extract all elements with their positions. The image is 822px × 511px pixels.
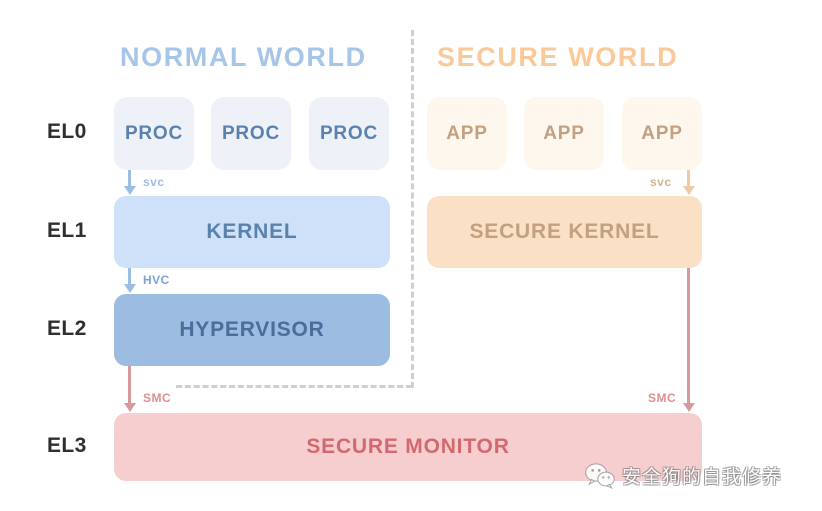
kernel-block: KERNEL	[114, 196, 390, 268]
exception-level-label-el0: EL0	[47, 120, 87, 143]
smc-arrow-secure-label: SMC	[648, 391, 677, 405]
smc-arrow-secure-line	[687, 268, 690, 404]
exception-level-label-el3: EL3	[47, 434, 87, 457]
svc-arrow-secure-line	[687, 170, 690, 187]
wechat-icon	[585, 462, 615, 489]
app-box: APP	[427, 97, 507, 170]
smc-arrow-normal-line	[128, 366, 131, 404]
app-box: APP	[524, 97, 604, 170]
normal-world-bottom-dashed-line	[176, 385, 412, 388]
world-divider-dashed-line	[411, 30, 414, 388]
app-box: APP	[622, 97, 702, 170]
proc-box: PROC	[114, 97, 194, 170]
secure-kernel-block: SECURE KERNEL	[427, 196, 702, 268]
svc-arrow-secure-label: svc	[650, 175, 672, 189]
proc-box: PROC	[211, 97, 291, 170]
smc-arrow-normal-head-icon	[124, 403, 136, 412]
hvc-arrow-line	[128, 268, 131, 285]
watermark-text: 安全狗的自我修养	[622, 467, 783, 488]
svc-arrow-normal-line	[128, 170, 131, 187]
svc-arrow-secure-head-icon	[683, 186, 695, 195]
normal-world-title: NORMAL WORLD	[120, 42, 367, 72]
secure-world-title: SECURE WORLD	[437, 42, 679, 72]
svc-arrow-normal-label: svc	[143, 175, 165, 189]
hypervisor-block: HYPERVISOR	[114, 294, 390, 366]
exception-level-label-el2: EL2	[47, 317, 87, 340]
watermark: 安全狗的自我修养	[585, 462, 782, 489]
smc-arrow-secure-head-icon	[683, 403, 695, 412]
hvc-arrow-head-icon	[124, 284, 136, 293]
secure-monitor-block: SECURE MONITOR	[114, 413, 702, 481]
smc-arrow-normal-label: SMC	[143, 391, 172, 405]
proc-box: PROC	[309, 97, 389, 170]
svc-arrow-normal-head-icon	[124, 186, 136, 195]
hvc-arrow-label: HVC	[143, 273, 170, 287]
exception-level-label-el1: EL1	[47, 219, 87, 242]
